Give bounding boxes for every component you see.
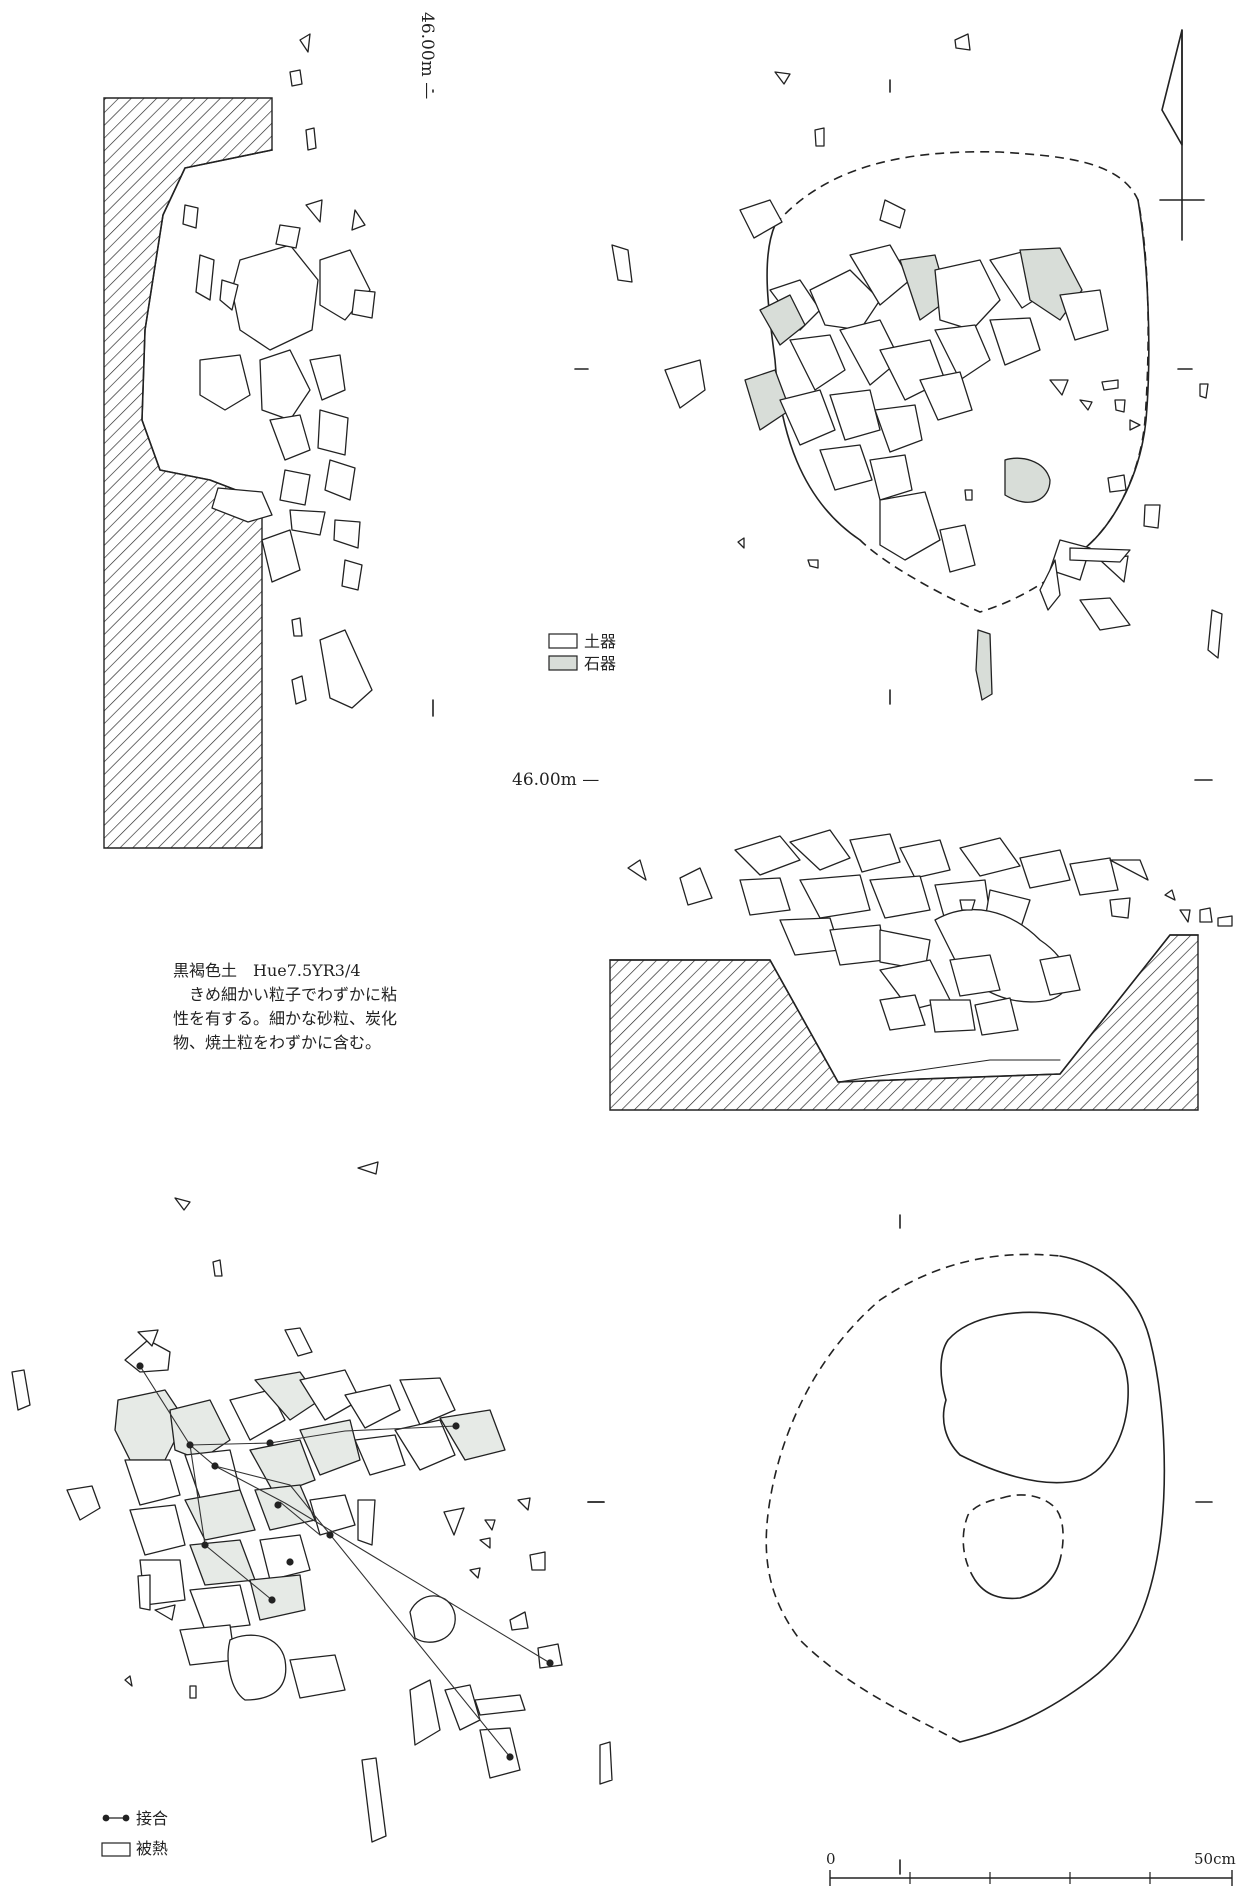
refit-plan	[11, 1161, 613, 1843]
stone-tool-label: 石器	[584, 654, 616, 673]
north-arrow-icon	[1159, 29, 1205, 241]
soil-line-2: きめ細かい粒子でわずかに粘	[173, 985, 397, 1004]
level-label-top-left: 46.00m —	[417, 12, 437, 99]
plan-fragments	[611, 33, 1223, 701]
stone-tool-swatch	[548, 655, 578, 671]
pit-outline-dashed	[774, 150, 1149, 613]
horizontal-section: 46.00m —	[512, 770, 1233, 1111]
heated-label: 被熱	[136, 1839, 168, 1858]
vertical-section: 46.00m —	[103, 12, 437, 849]
pit-plan-outline-dashed	[765, 1253, 1061, 1743]
pit-outline-solid	[1079, 199, 1150, 553]
scale-end-label: 50cm	[1194, 1850, 1236, 1868]
heated-swatch	[101, 1842, 131, 1857]
refit-dots	[136, 1362, 554, 1761]
section-fragments	[182, 33, 376, 709]
inner-pit-dashed	[1001, 1494, 1064, 1561]
inner-pit-solid	[940, 1311, 1129, 1484]
scale-bar: 0 50cm	[826, 1850, 1236, 1886]
refit-fragments	[11, 1161, 613, 1843]
pit-plan	[587, 1214, 1213, 1875]
pit-outline-left	[766, 224, 861, 541]
pottery-label: 土器	[584, 632, 616, 651]
pottery-swatch	[548, 633, 578, 649]
soil-line-3: 性を有する。細かな砂粒、炭化	[173, 1009, 397, 1028]
level-label-middle: 46.00m —	[512, 770, 599, 790]
scale-start-label: 0	[826, 1850, 836, 1868]
pit-plan-outline-solid	[959, 1255, 1166, 1743]
soil-line-4: 物、焼土粒をわずかに含む。	[173, 1033, 381, 1052]
soil-description: 黒褐色土 Hue7.5YR3/4 きめ細かい粒子でわずかに粘 性を有する。細かな…	[173, 961, 397, 1052]
section-fragments-horizontal	[627, 829, 1233, 1036]
legend-bottom: 接合 被熱	[101, 1809, 168, 1858]
plan-top	[574, 29, 1223, 705]
soil-line-1: 黒褐色土 Hue7.5YR3/4	[173, 961, 361, 980]
legend-top: 土器 石器	[548, 632, 616, 673]
refit-label: 接合	[136, 1809, 168, 1828]
